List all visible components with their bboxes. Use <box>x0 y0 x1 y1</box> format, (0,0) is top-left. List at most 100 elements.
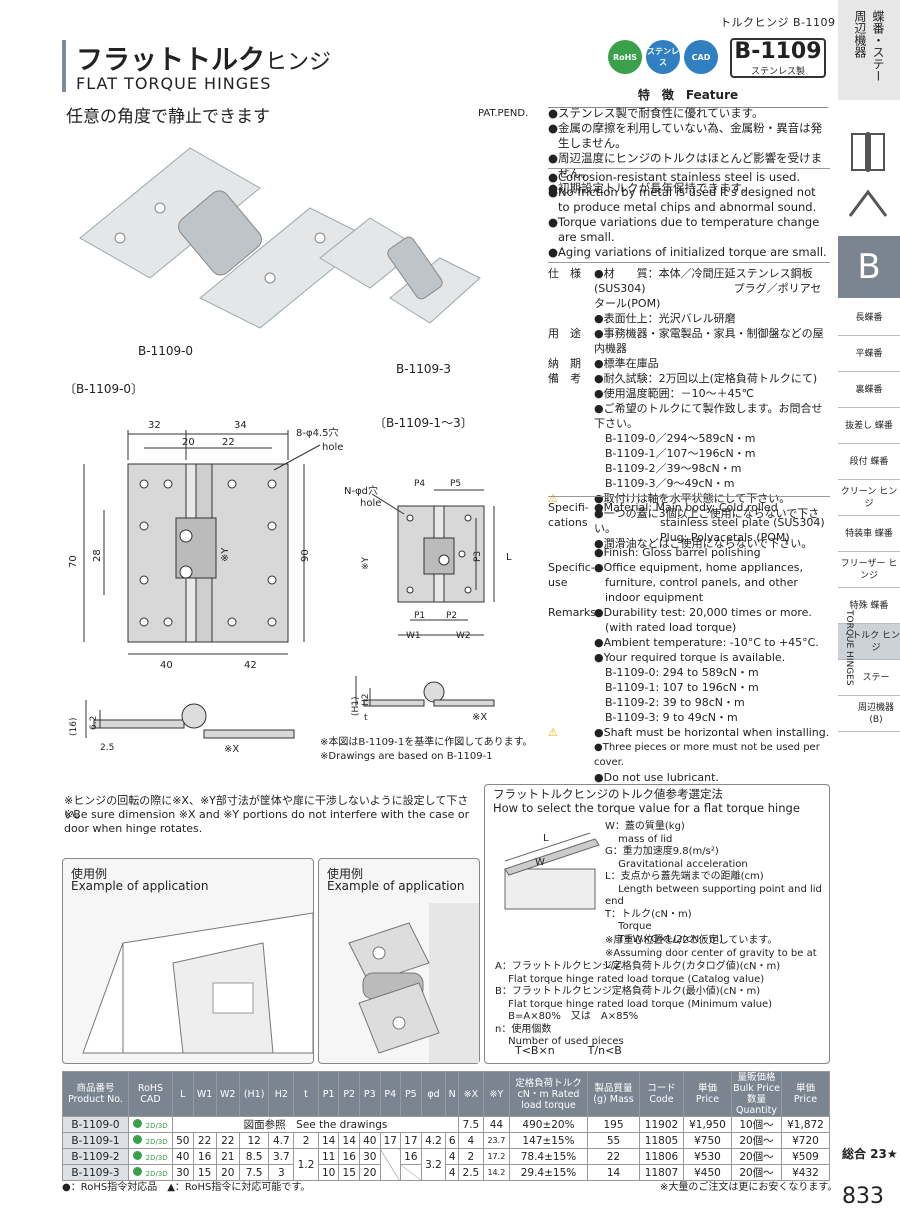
example-title-en: Example of application <box>71 879 209 893</box>
sidebar-item-freezer-hinge[interactable]: フリーザー ヒンジ <box>838 552 900 588</box>
lid-diagram: L W <box>504 832 600 910</box>
dim-90: 90 <box>300 549 311 562</box>
th-t: t <box>293 1071 319 1117</box>
th-x: ※X <box>458 1071 484 1117</box>
dim-62: 6.2 <box>89 716 99 730</box>
table-row: B-1109-2 2D/3D 40 16 21 8.5 3.7 1.2 11 1… <box>62 1148 830 1181</box>
th-p3: P3 <box>358 1071 381 1117</box>
dim-y2: ※Y <box>361 556 371 570</box>
sidebar-item-clean-hinge[interactable]: クリーン ヒンジ <box>838 480 900 516</box>
th-w2: W2 <box>215 1071 240 1117</box>
patent-pending: PAT.PEND. <box>478 108 529 119</box>
th-y: ※Y <box>482 1071 511 1117</box>
stainless-badge: ステンレス <box>646 40 680 74</box>
th-p5: P5 <box>400 1071 422 1117</box>
tagline: 任意の角度で静止できます <box>66 107 270 127</box>
drawing-front-13 <box>371 489 495 636</box>
th-rohs-cad: RoHS CAD <box>128 1071 173 1117</box>
hinge-icon[interactable] <box>848 130 890 226</box>
lid-width-label: W <box>535 857 545 868</box>
sidebar-item-concealed-hinge[interactable]: 裏蝶番 <box>838 372 900 408</box>
th-w1: W1 <box>192 1071 217 1117</box>
th-bulk-price: 単価 Price <box>781 1071 830 1117</box>
photo-caption-0: B-1109-0 <box>138 344 194 358</box>
warning-icon: ⚠ <box>548 492 558 505</box>
sidebar-category-b[interactable]: B <box>838 236 900 298</box>
table-row: B-1109-1 2D/3D 50 22 22 12 4.7 2 14 14 4… <box>62 1132 830 1149</box>
sidebar-item-torque-hinge[interactable]: トルク ヒンジ <box>838 624 900 660</box>
dim-x: ※X <box>224 744 239 755</box>
torque-title-jp: フラットトルクヒンジのトルク値参考選定法 <box>493 787 723 801</box>
sidebar-item-stay[interactable]: ステー <box>838 660 900 696</box>
example-title-en: Example of application <box>327 879 465 893</box>
divider <box>548 496 830 497</box>
interference-note-jp: ※ヒンジの回転の際に※X、※Y部寸法が筐体や扉に干渉しないように設定して下さい。 <box>64 794 469 821</box>
th-h2: H2 <box>268 1071 295 1117</box>
drawing-side-0 <box>85 700 295 739</box>
example-title-jp: 使用例 <box>327 867 364 881</box>
hinge-photo-small <box>319 217 481 324</box>
sidebar-item-flat-hinge[interactable]: 平蝶番 <box>838 336 900 372</box>
th-p4: P4 <box>379 1071 402 1117</box>
cad-link[interactable]: 2D/3D <box>145 1121 168 1130</box>
cad-badge[interactable]: CAD <box>684 40 718 74</box>
example-panel-1: 使用例 Example of application <box>62 858 314 1064</box>
nhole-label-jp: N-φd穴 <box>344 484 378 497</box>
divider <box>548 168 830 169</box>
rohs-dot <box>133 1134 143 1144</box>
th-p1: P1 <box>317 1071 340 1117</box>
divider <box>548 262 830 263</box>
torque-definitions: A：フラットトルクヒンジ定格負荷トルク(カタログ値)(cN・m) Flat to… <box>495 961 781 1047</box>
dim-16: (16) <box>69 718 79 736</box>
dim-p3: P3 <box>473 551 483 562</box>
cad-link[interactable]: 2D/3D <box>145 1153 168 1162</box>
rohs-dot <box>133 1118 143 1128</box>
part-number-box: B-1109 ステンレス製 <box>730 38 826 78</box>
technical-drawing: 32 34 20 22 8-φ4.5穴 hole 70 28 ※Y 90 40 … <box>68 420 512 755</box>
hole-label-jp: 8-φ4.5穴 <box>296 426 338 439</box>
table-row: B-1109-3 2D/3D 30 15 20 7.5 3 10 15 20 4… <box>62 1164 830 1181</box>
product-photos <box>79 147 481 329</box>
table-row: B-1109-0 2D/3D 図面参照 See the drawings 7.5… <box>62 1116 830 1133</box>
th-l: L <box>172 1071 194 1117</box>
dim-t: t <box>364 713 368 723</box>
sidebar-header: 蝶番・ステー 周辺機器 <box>838 0 900 100</box>
lid-length-label: L <box>543 833 549 844</box>
sidebar-item-vehicle-hinge[interactable]: 特装車 蝶番 <box>838 516 900 552</box>
th-code: コード Code <box>639 1071 684 1117</box>
cad-link[interactable]: 2D/3D <box>145 1137 168 1146</box>
sidebar-item-offset-hinge[interactable]: 段付 蝶番 <box>838 444 900 480</box>
rohs-badge: RoHS <box>608 40 642 74</box>
specs-jp: 仕 様●材 質：本体／冷間圧延ステンレス鋼板(SUS304) プラグ／ポリアセタ… <box>548 267 824 550</box>
sidebar-item-peripherals[interactable]: 周辺機器 (B) <box>838 696 900 732</box>
sidebar-item-special-hinge[interactable]: 特殊 蝶番 <box>838 588 900 624</box>
dim-h1: (H1) <box>351 696 361 716</box>
dim-p4: P4 <box>414 479 425 489</box>
category-sidebar: 蝶番・ステー 周辺機器 B 長蝶番 平蝶番 裏蝶番 抜差し 蝶番 段付 蝶番 ク… <box>838 0 900 1226</box>
drawing-side-13 <box>355 676 495 707</box>
torque-assumption: ※扉重心位置をL/2と仮定しています。※Assuming door center… <box>605 935 817 971</box>
rohs-dot <box>133 1166 143 1176</box>
dim-h2: H2 <box>361 694 371 707</box>
dim-70: 70 <box>68 555 79 568</box>
dim-p5: P5 <box>450 479 461 489</box>
drawing-label-13: 〔B-1109-1～3〕 <box>374 416 473 430</box>
th-product-no: 商品番号 Product No. <box>62 1071 129 1117</box>
rohs-dot <box>133 1150 143 1160</box>
footer-legend: ●：RoHS指令対応品 ▲：RoHS指令に対応可能です。 <box>62 1182 311 1193</box>
sidebar-item-long-hinge[interactable]: 長蝶番 <box>838 300 900 336</box>
th-d: φd <box>420 1071 447 1117</box>
page-number: 833 <box>842 1184 884 1209</box>
dim-25: 2.5 <box>100 743 114 753</box>
drawing-label-0: 〔B-1109-0〕 <box>64 382 144 396</box>
th-quantity: 量販価格 Bulk Price 数量 Quantity <box>731 1071 782 1117</box>
cad-link[interactable]: 2D/3D <box>145 1169 168 1178</box>
th-price: 単価 Price <box>683 1071 732 1117</box>
hinge-photo-large <box>79 147 371 329</box>
torque-title-en: How to select the torque value for a fla… <box>493 801 800 815</box>
example-title-jp: 使用例 <box>71 867 108 881</box>
sidebar-item-liftoff-hinge[interactable]: 抜差し 蝶番 <box>838 408 900 444</box>
dim-42: 42 <box>244 660 257 671</box>
sidebar-title-2: 周辺機器 <box>853 10 867 58</box>
